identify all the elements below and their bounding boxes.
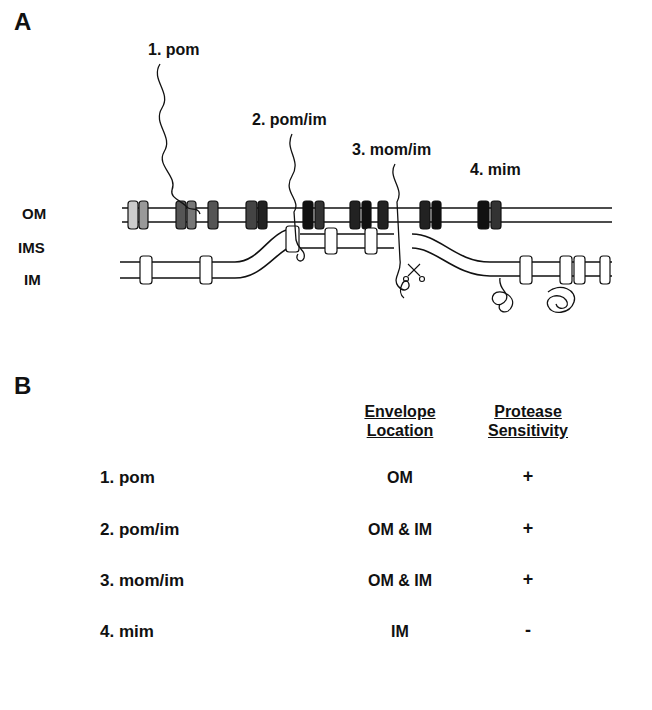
callout-number: 3. mom/im (352, 140, 431, 159)
table-cell: 3. mom/im (100, 571, 184, 591)
table-cell: OM & IM (345, 520, 455, 539)
callout-number: 2. pom/im (252, 110, 327, 129)
table-cell: + (508, 466, 548, 488)
table-cell: - (508, 620, 548, 642)
membrane-label: OM (22, 205, 46, 223)
panel-letter: B (14, 372, 31, 401)
table-cell: + (508, 518, 548, 540)
table-cell: 4. mim (100, 622, 154, 642)
callout-number: 1. pom (148, 40, 200, 59)
inner-membrane-protein (140, 226, 610, 284)
table-header: Envelope Location (352, 402, 448, 440)
outer-membrane-protein (128, 201, 501, 229)
protease-scissors (404, 264, 425, 282)
table-cell: IM (345, 622, 455, 641)
table-header: Protease Sensitivity (478, 402, 578, 440)
table-cell: OM & IM (345, 571, 455, 590)
table-cell: OM (345, 468, 455, 487)
table-cell: 2. pom/im (100, 520, 179, 540)
table-cell: + (508, 569, 548, 591)
table-cell: 1. pom (100, 468, 155, 488)
membrane-label: IM (24, 271, 41, 289)
precursor-chain (157, 64, 574, 312)
membrane-label: IMS (18, 239, 45, 257)
callout-number: 4. mim (470, 160, 521, 179)
panel-letter: A (14, 8, 31, 37)
